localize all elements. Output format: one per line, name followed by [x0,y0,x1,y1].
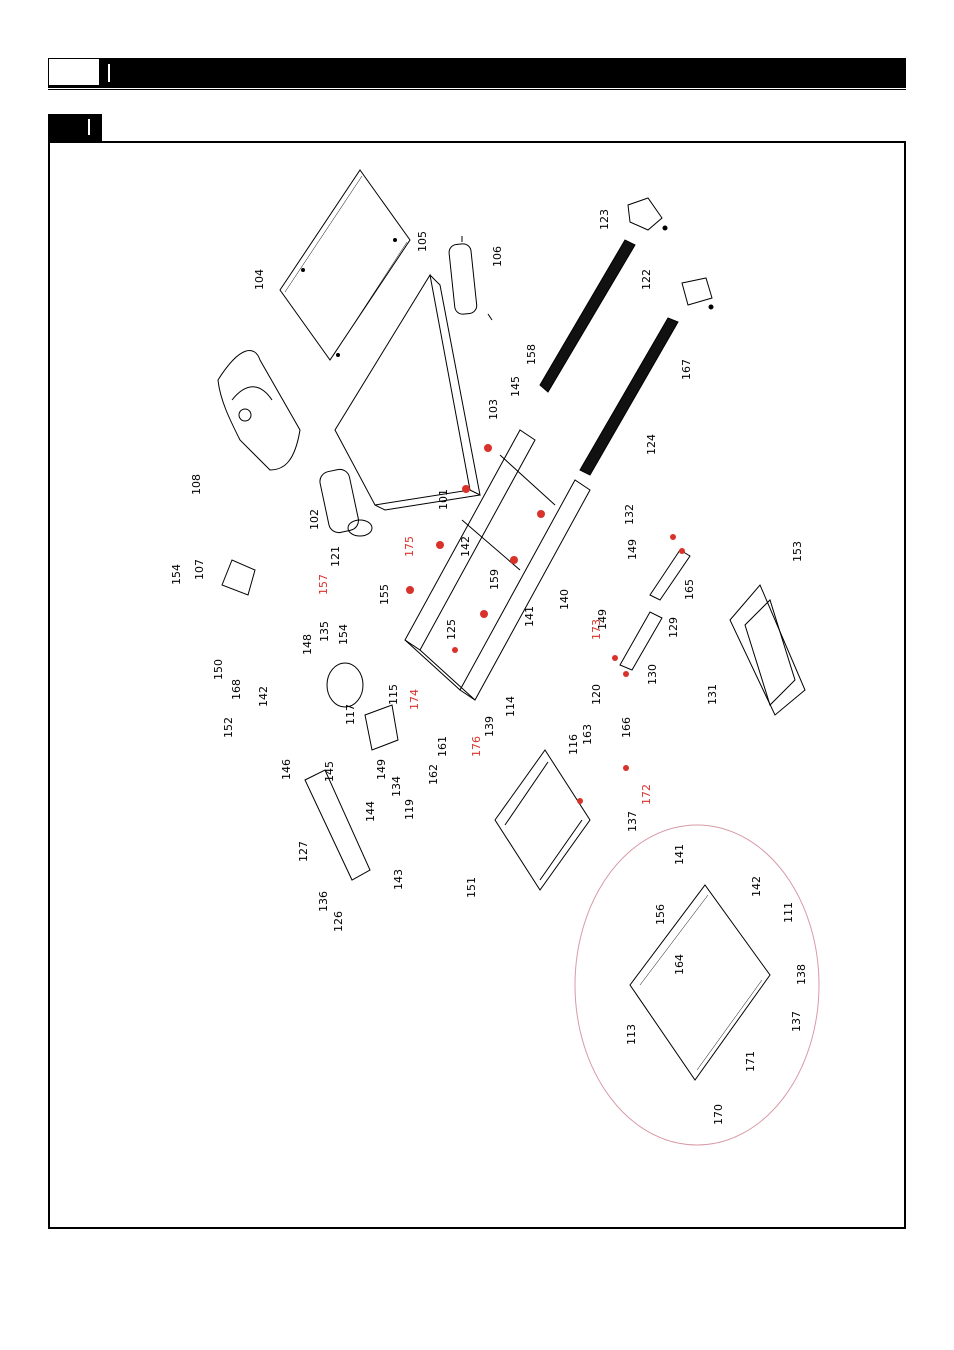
label-120: 120 [590,684,603,705]
part-127-upright [305,770,370,880]
label-141-main: 141 [523,606,536,627]
part-137-base-frame [495,750,590,890]
label-172: 172 [640,784,653,805]
part-102-roller [318,468,372,536]
label-144: 144 [364,801,377,822]
label-142-detail: 142 [750,876,763,897]
label-162: 162 [427,764,440,785]
label-115: 115 [387,684,400,705]
label-126: 126 [332,911,345,932]
label-148: 148 [301,634,314,655]
label-130: 130 [646,664,659,685]
label-152: 152 [222,717,235,738]
part-107-bracket [222,560,255,595]
label-168: 168 [230,679,243,700]
label-111: 111 [782,902,795,923]
label-132: 132 [623,504,636,525]
label-164: 164 [673,954,686,975]
part-106-roller [448,236,492,320]
label-155: 155 [378,584,391,605]
part-105-deck [335,275,480,510]
label-116: 116 [567,734,580,755]
label-149-left: 149 [375,759,388,780]
label-170: 170 [712,1104,725,1125]
label-154-motor: 154 [337,624,350,645]
label-105: 105 [416,231,429,252]
label-107: 107 [193,559,206,580]
label-142-base: 142 [257,686,270,707]
label-176: 176 [470,736,483,757]
part-131-shroud [730,585,805,715]
label-174: 174 [408,689,421,710]
part-104-panel [280,170,410,360]
label-145-bottom: 145 [323,761,336,782]
detail-callout-ellipse [575,825,819,1145]
label-149-right: 149 [626,539,639,560]
part-108-hood [218,350,300,470]
label-139: 139 [483,716,496,737]
label-141-detail: 141 [673,844,686,865]
label-166: 166 [620,717,633,738]
part-101-frame [405,430,590,700]
label-113: 113 [625,1024,638,1045]
part-123-cap [628,198,667,230]
label-108: 108 [190,474,203,495]
label-123: 123 [598,209,611,230]
label-134: 134 [390,776,403,797]
label-171: 171 [744,1051,757,1072]
label-156: 156 [654,904,667,925]
label-103: 103 [487,399,500,420]
label-138: 138 [795,964,808,985]
label-153: 153 [791,541,804,562]
label-135: 135 [318,621,331,642]
label-101: 101 [437,489,450,510]
label-146: 146 [280,759,293,780]
part-122-cap [682,278,713,309]
label-140: 140 [558,589,571,610]
label-137-main: 137 [626,811,639,832]
label-127: 127 [297,841,310,862]
label-165: 165 [683,579,696,600]
label-163: 163 [581,724,594,745]
label-122: 122 [640,269,653,290]
label-157: 157 [317,574,330,595]
label-154-left: 154 [170,564,183,585]
part-labels: 101 102 103 104 105 106 107 108 111 113 … [170,209,808,1125]
label-136: 136 [317,891,330,912]
part-motor [327,663,398,750]
label-167: 167 [680,359,693,380]
label-129: 129 [667,617,680,638]
label-150: 150 [212,659,225,680]
label-161: 161 [436,736,449,757]
label-158: 158 [525,344,538,365]
diagram-parts [218,170,819,1145]
label-124: 124 [645,434,658,455]
part-130-bar [620,612,662,670]
label-121: 121 [329,546,342,567]
label-114: 114 [504,696,517,717]
label-175: 175 [403,536,416,557]
label-137-detail: 137 [790,1011,803,1032]
label-125: 125 [445,619,458,640]
label-102: 102 [308,509,321,530]
label-142-frame: 142 [459,536,472,557]
label-104: 104 [253,269,266,290]
label-117: 117 [344,704,357,725]
label-173: 173 [590,619,603,640]
label-159: 159 [488,569,501,590]
label-143: 143 [392,869,405,890]
label-106: 106 [491,246,504,267]
label-151: 151 [465,877,478,898]
label-119: 119 [403,799,416,820]
part-113-detail-frame [630,885,770,1080]
label-145-top: 145 [509,376,522,397]
label-131: 131 [706,684,719,705]
